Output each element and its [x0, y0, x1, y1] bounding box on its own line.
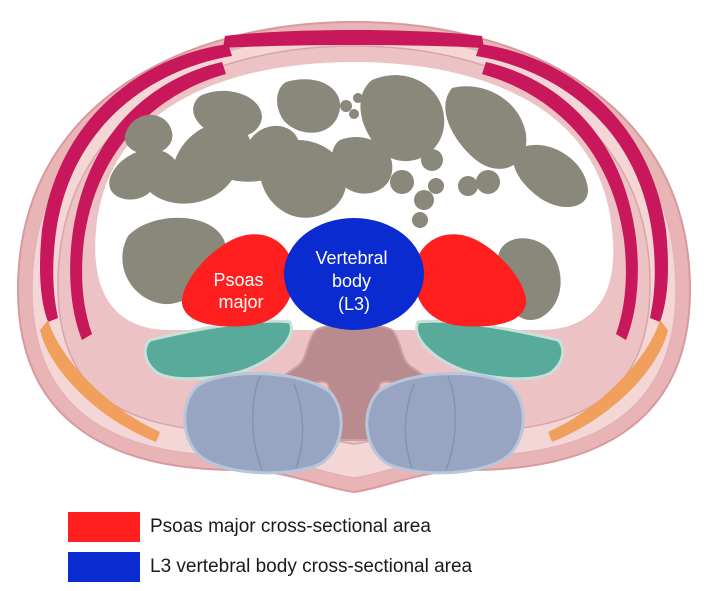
vertebral-label-line: body: [332, 271, 371, 291]
right-psoas-major: [414, 234, 527, 327]
bowel-loop: [353, 93, 363, 103]
bowel-loop: [277, 79, 341, 133]
paraspinal-septa: [252, 375, 456, 471]
bowel-loop: [513, 144, 588, 208]
bowel-loop: [428, 178, 444, 194]
bowel-loop: [445, 86, 527, 169]
bowel-loop: [259, 140, 347, 218]
right-latissimus-dorsi: [548, 320, 668, 442]
psoas-label-line: major: [218, 292, 263, 312]
bowel-loop: [362, 106, 370, 114]
legend-item-psoas: Psoas major cross-sectional area: [68, 510, 628, 544]
bowel-loop: [331, 136, 393, 194]
l3-vertebral-body: [284, 218, 424, 330]
rectus-abdominis: [223, 30, 484, 48]
vertebral-label-line: (L3): [338, 294, 370, 314]
left-internal-oblique: [70, 62, 226, 340]
bowel-loop: [360, 75, 445, 162]
vertebral-label-line: Vertebral: [315, 248, 387, 268]
legend-text-vertebral: L3 vertebral body cross-sectional area: [150, 556, 473, 577]
right-paraspinal-muscle: [365, 372, 525, 475]
left-psoas-major: [181, 234, 294, 327]
bowel-loop: [349, 109, 359, 119]
bowel-loop: [390, 170, 414, 194]
bowel-loop: [458, 176, 478, 196]
bowel-loop: [414, 190, 434, 210]
psoas-label: Psoas major: [213, 270, 268, 312]
bowel-loop: [124, 114, 173, 155]
bowel-loop: [421, 149, 443, 171]
bowel-loop: [412, 212, 428, 228]
right-internal-oblique: [482, 62, 638, 340]
vertebral-label: Vertebral body (L3): [315, 248, 392, 314]
legend-swatch-vertebral: [68, 552, 140, 582]
left-paraspinal-muscle: [183, 372, 343, 475]
legend-swatch-psoas: [68, 512, 140, 542]
bowel-loop: [476, 170, 500, 194]
psoas-label-line: Psoas: [213, 270, 263, 290]
bowel-loop: [193, 90, 262, 138]
left-latissimus-dorsi: [40, 320, 160, 442]
bowel-loop: [340, 100, 352, 112]
legend-item-vertebral: L3 vertebral body cross-sectional area: [68, 550, 628, 584]
bowel-loop: [109, 122, 301, 204]
legend-text-psoas: Psoas major cross-sectional area: [150, 516, 431, 537]
